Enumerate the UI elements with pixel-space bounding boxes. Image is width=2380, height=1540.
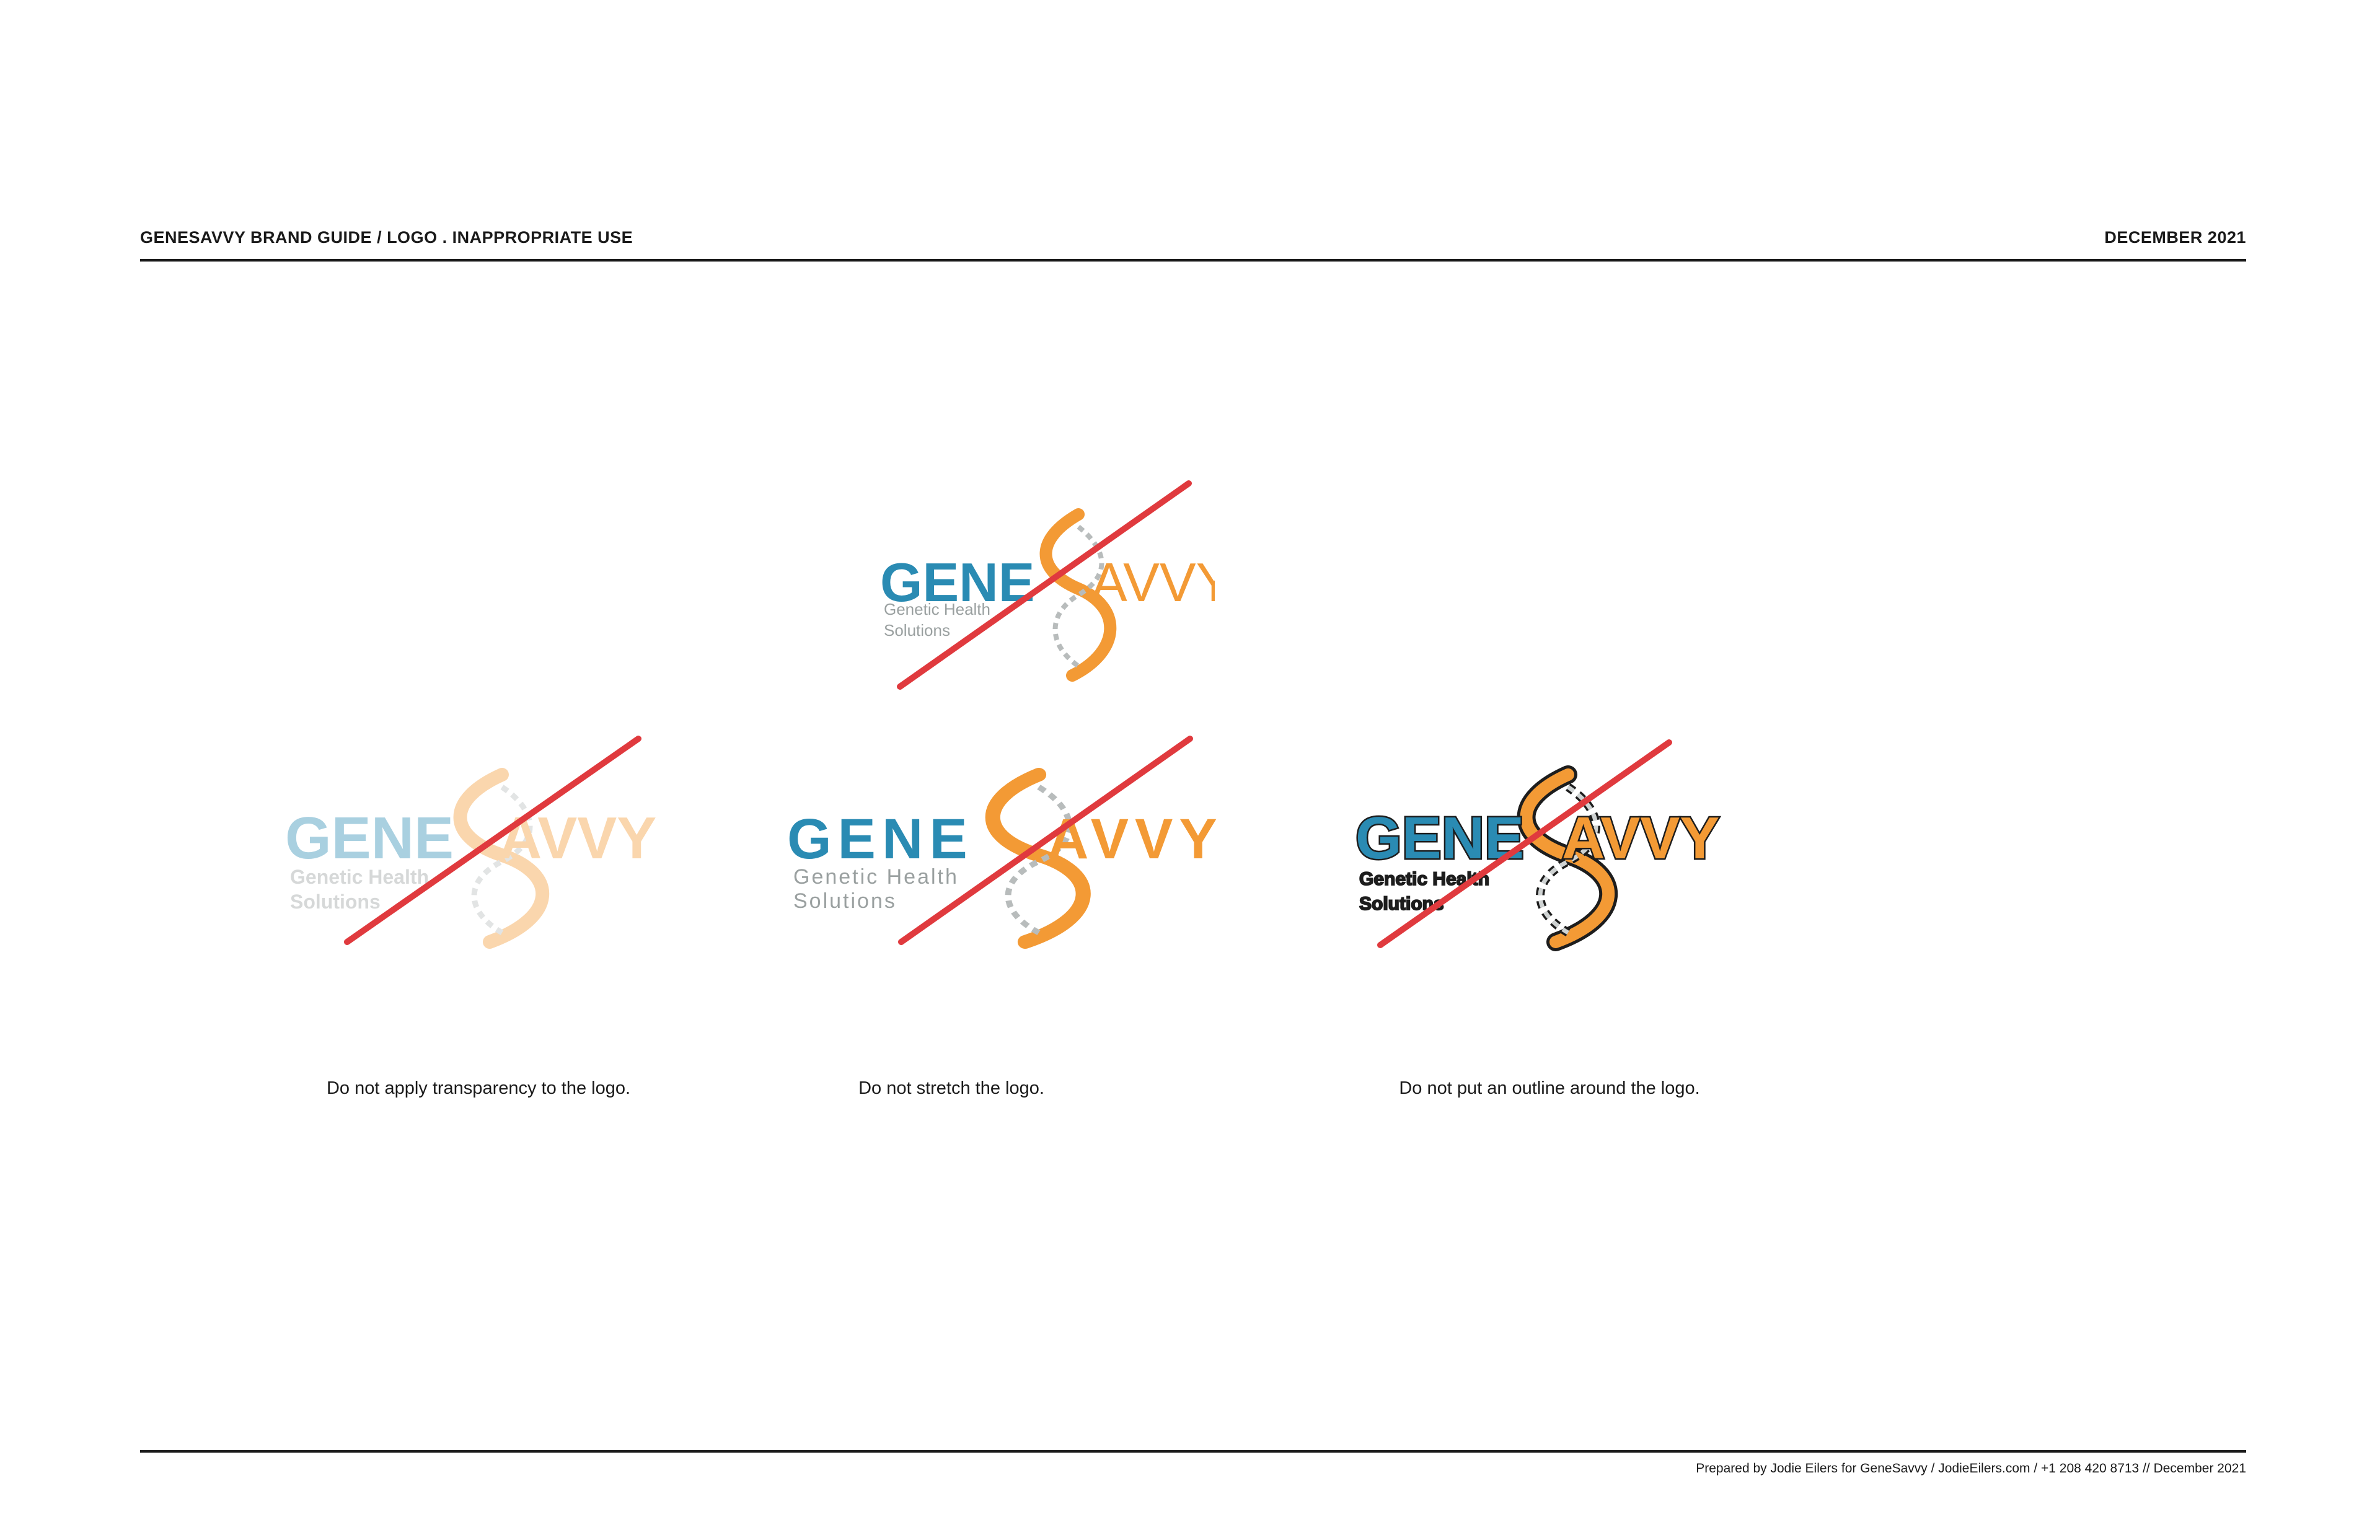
logo-tagline-2: Solutions: [884, 621, 950, 640]
strike-line: [897, 480, 1192, 690]
page-title: GENESAVVY BRAND GUIDE / LOGO . INAPPROPR…: [140, 228, 633, 247]
logo-gene-text: GENE: [787, 807, 974, 871]
logo-tagline-2: Solutions: [290, 891, 381, 913]
logo-avvy-text: AVVY: [499, 805, 656, 871]
logo-example-outline: GENE AVVY Genetic Health Solutions: [1348, 731, 1782, 954]
dna-helix-icon: [1517, 765, 1618, 951]
logo-avvy-text: AVVY: [1562, 805, 1719, 871]
logo-example-transparency: GENE AVVY Genetic Health Solutions: [279, 731, 700, 954]
dna-helix-icon: [453, 768, 550, 949]
caption-outline: Do not put an outline around the logo.: [1399, 1078, 1700, 1098]
logo-tagline-1: Genetic Health: [793, 865, 959, 889]
logo-tagline-1: Genetic Health: [884, 600, 990, 618]
strike-line: [1377, 739, 1672, 948]
strike-line: [898, 736, 1193, 945]
strike-line: [344, 736, 641, 945]
logo-gene-text: GENE: [285, 805, 454, 871]
logo-avvy-text: AVVY: [1091, 552, 1215, 613]
caption-transparency: Do not apply transparency to the logo.: [326, 1078, 631, 1098]
footer-rule: [140, 1450, 2246, 1453]
dna-helix-icon: [1039, 508, 1117, 682]
page-date: DECEMBER 2021: [2104, 228, 2246, 247]
footer-credits: Prepared by Jodie Eilers for GeneSavvy /…: [1696, 1461, 2246, 1476]
logo-gene-text: GENE: [880, 552, 1034, 613]
logo-example-stretched: GENE AVVY Genetic Health Solutions: [781, 731, 1271, 954]
logo-example-squished: GENE AVVY Genetic Health Solutions: [868, 477, 1215, 700]
header-rule: [140, 259, 2246, 262]
caption-stretch: Do not stretch the logo.: [858, 1078, 1044, 1098]
logo-tagline-1: Genetic Health: [290, 866, 429, 888]
dna-helix-icon: [985, 768, 1091, 949]
logo-tagline-2: Solutions: [793, 889, 897, 913]
